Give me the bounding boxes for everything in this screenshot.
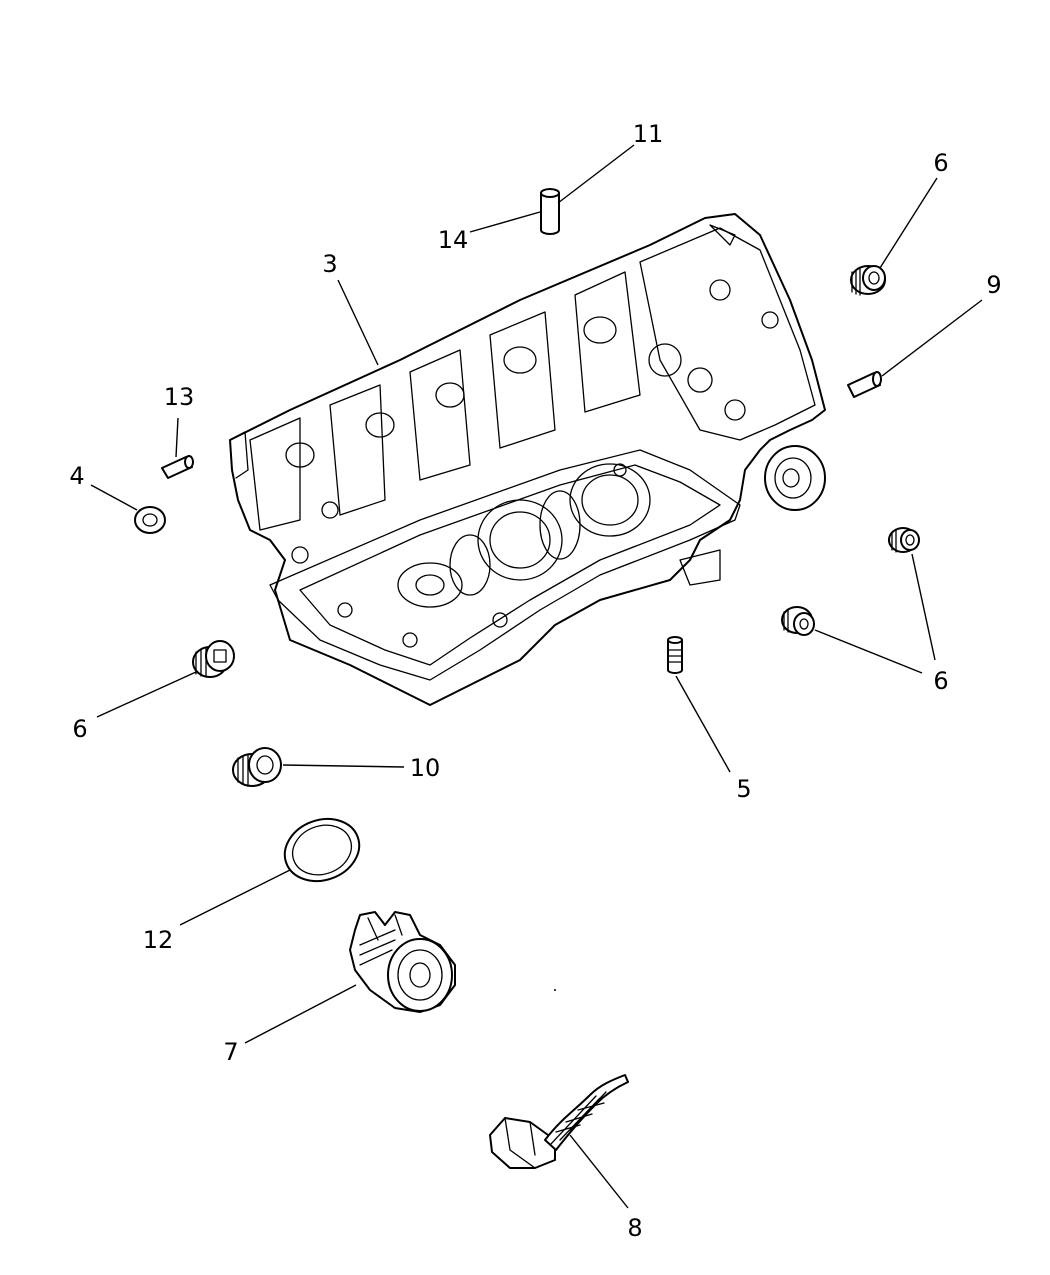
callout-11: 11 (633, 120, 664, 148)
callout-4: 4 (69, 462, 84, 490)
callout-labels: 11 14 6 9 3 13 4 6 6 5 10 12 7 8 (69, 120, 1001, 1242)
callout-13: 13 (164, 383, 195, 411)
leader-3 (337, 279, 379, 366)
leader-5 (675, 675, 731, 773)
dowel-pin-9 (847, 371, 882, 398)
callout-5: 5 (736, 775, 751, 803)
callout-3: 3 (322, 250, 337, 278)
leader-7 (244, 984, 357, 1044)
leader-lines (90, 144, 983, 1209)
leader-4 (90, 484, 138, 511)
sensor-harness-8 (489, 1074, 629, 1169)
dowel-pin-13 (161, 455, 194, 479)
callout-10: 10 (410, 754, 441, 782)
leader-6-left (96, 671, 197, 718)
callout-6-upper-right: 6 (933, 149, 948, 177)
leader-8 (569, 1134, 629, 1209)
leader-14 (469, 211, 541, 233)
leader-11 (557, 144, 635, 204)
callout-9: 9 (986, 271, 1001, 299)
washer-4 (134, 506, 166, 534)
plug-6-lower-right (781, 606, 815, 636)
leader-10 (282, 764, 405, 768)
crank-pulley-7 (349, 911, 456, 1013)
leader-6-lower-right (814, 629, 923, 674)
seal-ring-12 (283, 817, 361, 883)
leader-6-upper-right (879, 177, 938, 269)
dowel-pin-11-14 (540, 188, 560, 235)
engine-block (229, 213, 826, 706)
leader-9 (881, 299, 983, 377)
plug-6-left (192, 640, 235, 678)
plug-10 (232, 747, 282, 787)
callout-7: 7 (223, 1038, 238, 1066)
callout-12: 12 (143, 926, 174, 954)
leader-13 (175, 417, 179, 458)
callout-8: 8 (627, 1214, 642, 1242)
callout-6-right: 6 (933, 667, 948, 695)
callout-6-left: 6 (72, 715, 87, 743)
stud-5 (667, 636, 683, 674)
callout-14: 14 (438, 226, 469, 254)
leader-12 (179, 869, 291, 926)
plug-6-upper-right (850, 265, 886, 296)
leader-6-right (911, 553, 936, 661)
stray-dot (554, 989, 556, 991)
plug-6-right (888, 527, 920, 553)
